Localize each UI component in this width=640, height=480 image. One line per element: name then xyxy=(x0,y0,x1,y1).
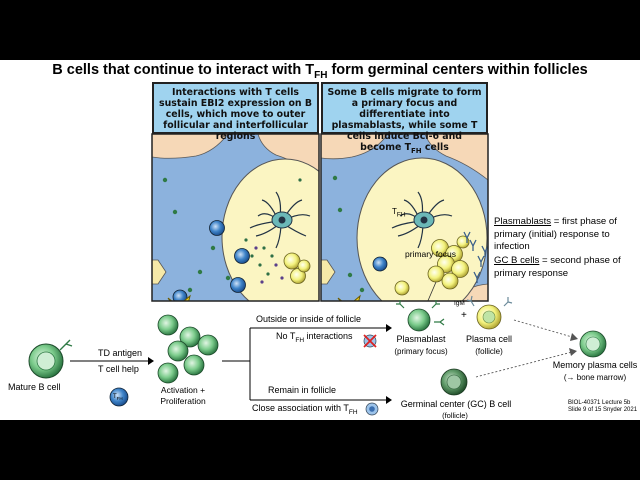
no-tfh-label: No TFH interactions xyxy=(276,331,353,344)
panel-left-caption: Interactions with T cells sustain EBI2 e… xyxy=(152,82,319,142)
mature-b-label: Mature B cell xyxy=(8,382,61,392)
primary-focus-label: primary focus xyxy=(405,249,457,259)
memory-sub-label: (→ bone marrow) xyxy=(563,373,627,382)
igm-label: IgM xyxy=(454,300,465,307)
t-badge-label: TFH xyxy=(113,394,123,402)
remain-label: Remain in follicle xyxy=(268,385,337,395)
side-note-plasmablasts: Plasmablasts = first phase of primary (i… xyxy=(494,216,617,252)
panel-right-caption: Some B cells migrate to form a primary f… xyxy=(321,82,488,155)
plasmablast-sub-label: (primary focus) xyxy=(394,347,448,356)
tfh-label: TFH xyxy=(392,207,406,219)
plus-sign: + xyxy=(461,310,467,321)
left-panel-art xyxy=(152,134,319,301)
footer-course: BIOL-40371 Lecture 5b xyxy=(568,400,631,406)
t-help-label: T cell help xyxy=(98,364,139,374)
td-antigen-label: TD antigen xyxy=(98,348,143,358)
memory-label: Memory plasma cells xyxy=(552,360,638,370)
plasma-cell-label: Plasma cell xyxy=(465,334,512,344)
footer-slide: Slide 9 of 15 Snyder 2021 xyxy=(568,407,638,413)
diagram-art xyxy=(28,133,607,416)
side-note-gc: GC B cells = second phase of primary res… xyxy=(494,255,621,279)
activation-label: Activation + Proliferation xyxy=(160,385,206,406)
slide: B cells that continue to interact with T… xyxy=(0,60,640,420)
slide-title: B cells that continue to interact with T… xyxy=(52,62,588,81)
gc-b-sub-label: (follicle) xyxy=(442,411,468,420)
gc-b-label: Germinal center (GC) B cell xyxy=(400,399,512,409)
plasma-cell-sub-label: (follicle) xyxy=(475,347,503,356)
right-panel-art xyxy=(321,134,488,301)
outside-label: Outside or inside of follicle xyxy=(256,314,362,324)
close-assoc-label: Close association with TFH xyxy=(252,403,358,416)
plasmablast-label: Plasmablast xyxy=(396,334,446,344)
